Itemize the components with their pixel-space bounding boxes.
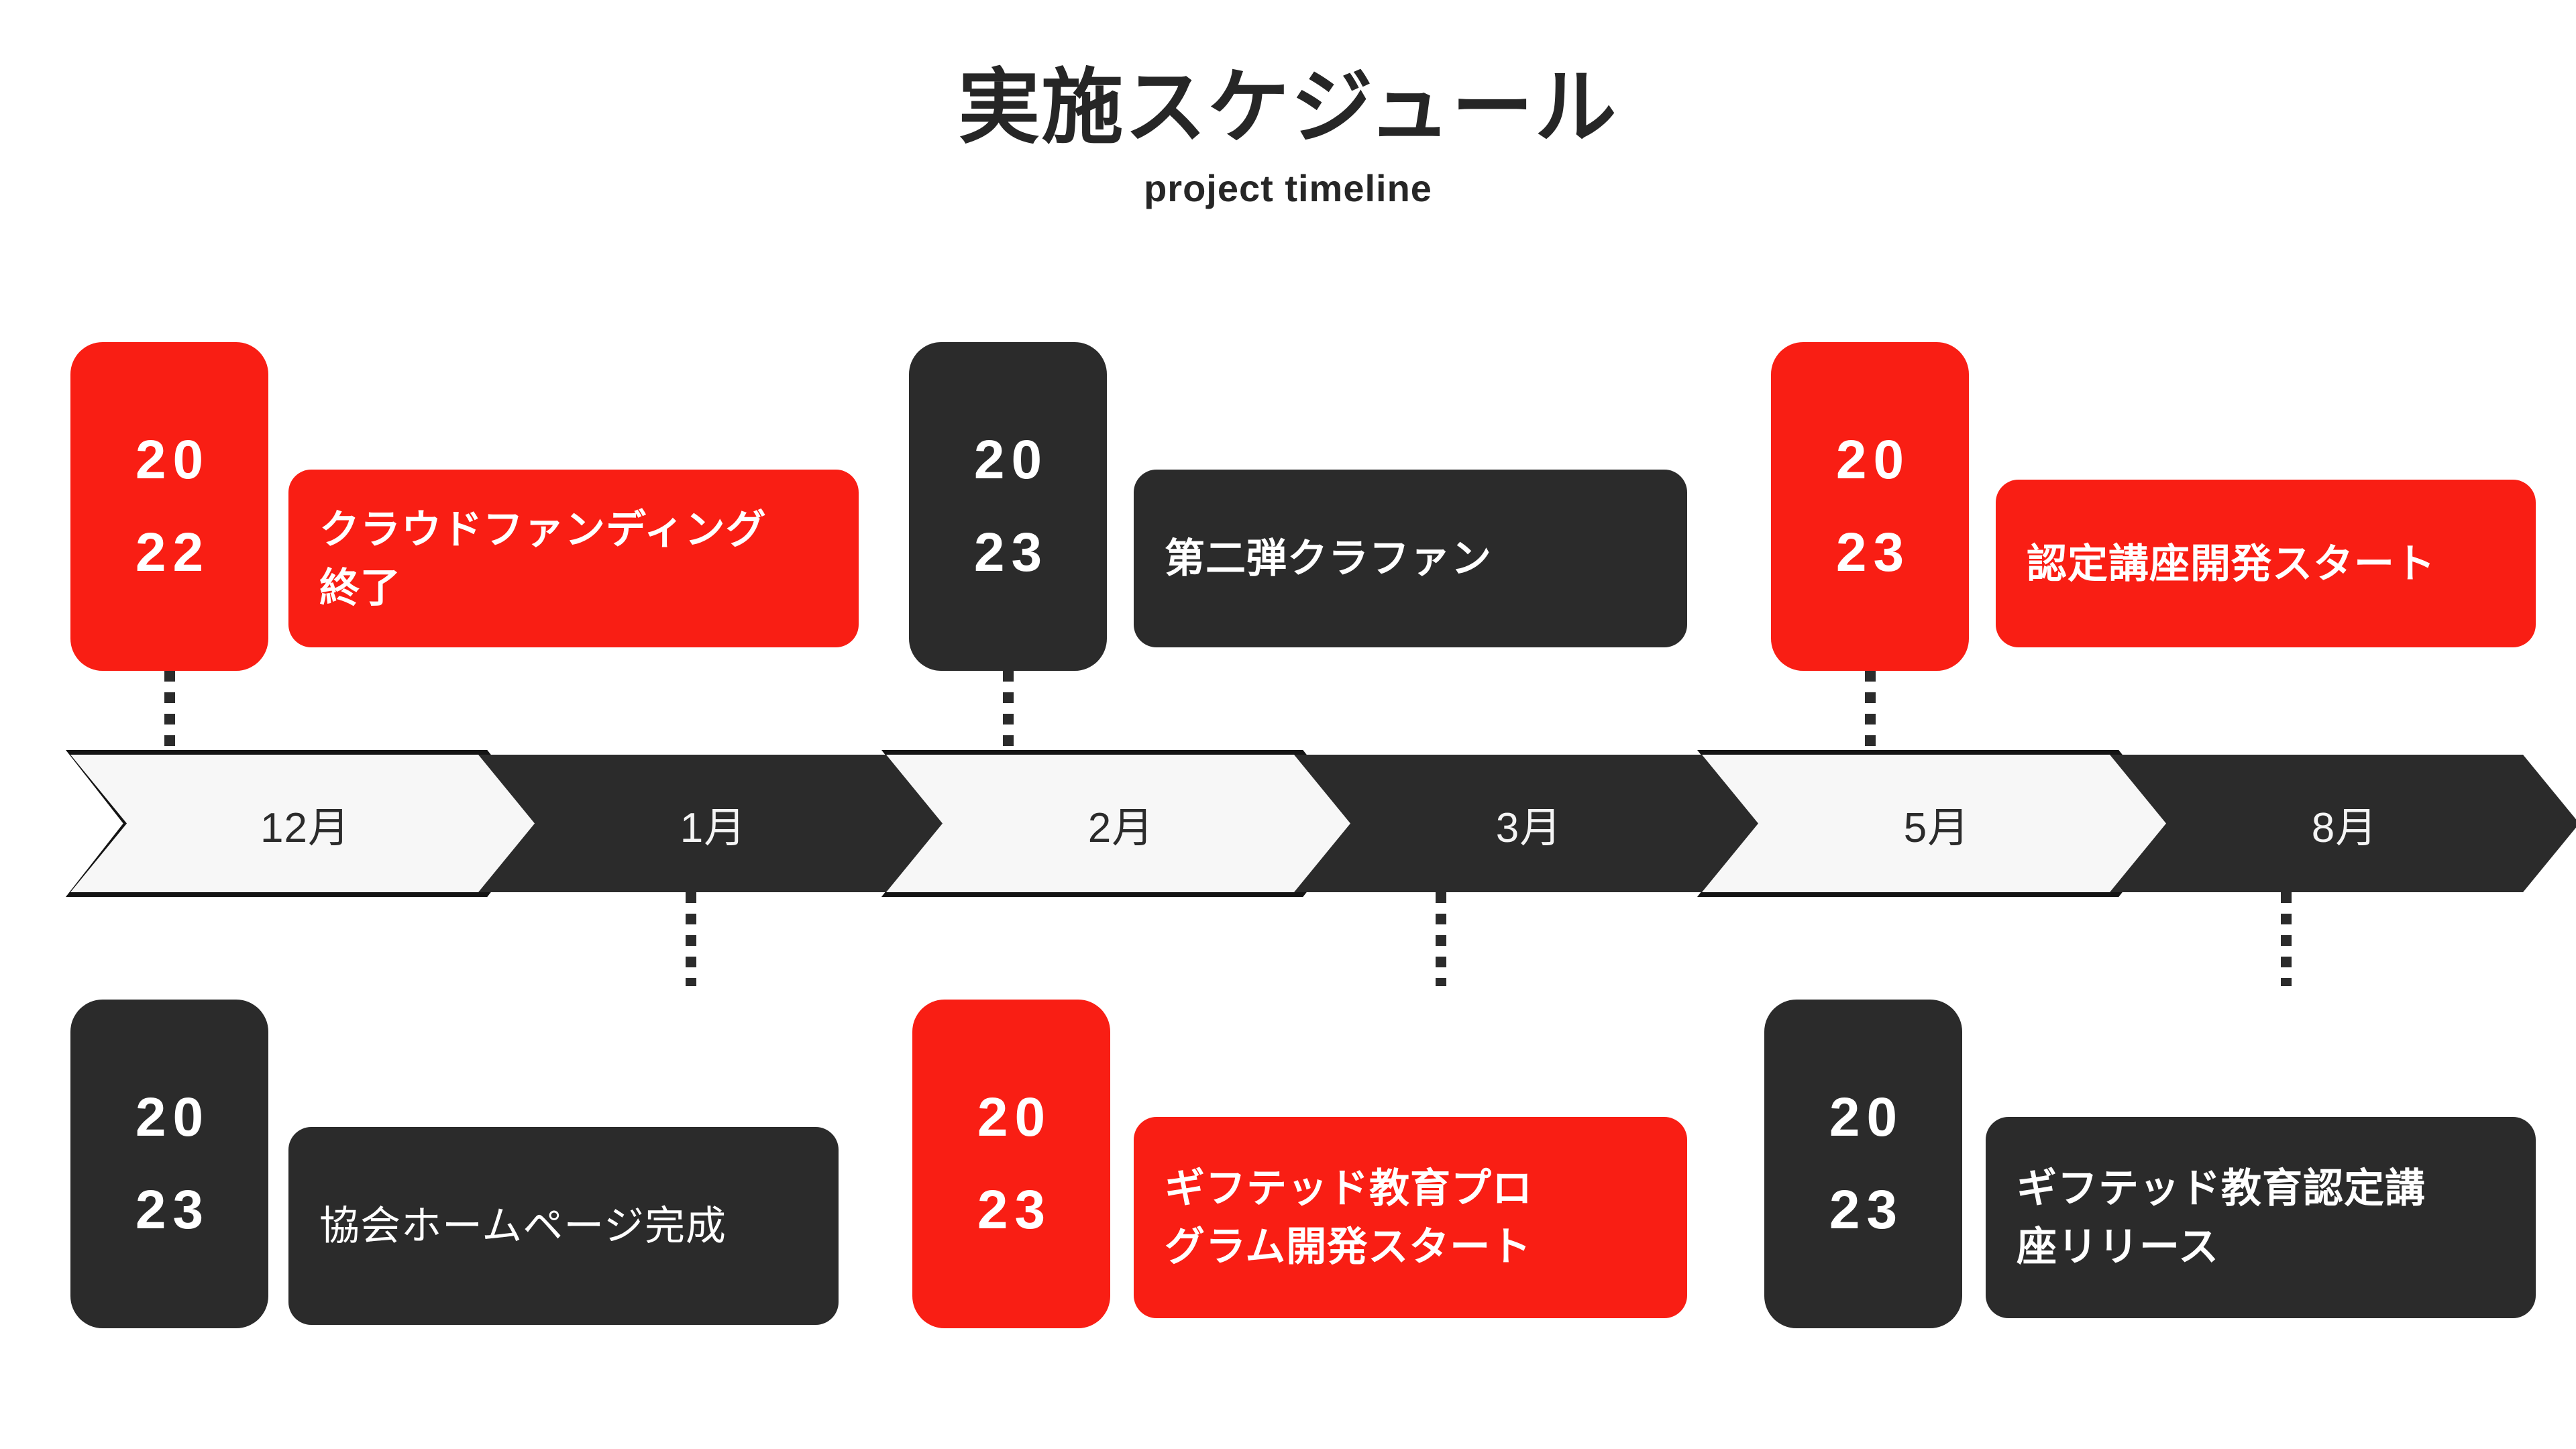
event-chip-association-homepage-complete[interactable]: 協会ホームページ完成 xyxy=(288,1127,839,1325)
year-badge-top-digits: 20 xyxy=(1835,429,1911,490)
event-chip-label: 第二弾クラファン xyxy=(1165,536,1492,581)
header: 実施スケジュール project timeline xyxy=(0,60,2576,210)
year-badge-2023-may: 20 23 xyxy=(1771,342,1969,671)
month-label: 12月 xyxy=(260,804,350,851)
year-badge-2023-feb: 20 23 xyxy=(909,342,1107,671)
year-badge-top-digits: 20 xyxy=(135,429,211,490)
event-chip-certified-course-dev-start[interactable]: 認定講座開発スタート xyxy=(1996,480,2536,647)
event-chip-gifted-certified-course-release[interactable]: ギフテッド教育認定講 座リリース xyxy=(1986,1117,2536,1318)
page-subtitle: project timeline xyxy=(1144,167,1432,210)
month-label: 3月 xyxy=(1495,804,1562,851)
event-chip-label: 認定講座開発スタート xyxy=(2027,541,2436,586)
connector-dotted-line xyxy=(1003,671,1014,757)
event-chip-label: 協会ホームページ完成 xyxy=(319,1203,727,1248)
year-badge-top-digits: 20 xyxy=(973,429,1049,490)
event-chip-label: クラウドファンディング 終了 xyxy=(319,506,767,610)
event-chip-gifted-program-dev-start[interactable]: ギフテッド教育プロ グラム開発スタート xyxy=(1134,1117,1687,1318)
chevron-fill xyxy=(70,755,540,892)
connector-dotted-line xyxy=(2281,892,2292,986)
month-chevron-1[interactable]: 1月 xyxy=(478,755,948,892)
page-title: 実施スケジュール xyxy=(958,62,1618,153)
year-badge-bottom-digits: 23 xyxy=(1835,522,1911,583)
month-label: 8月 xyxy=(2311,804,2378,851)
timeline-month-band: 12月 1月 2月 3月 5月 8月 xyxy=(66,750,2576,897)
month-chevron-5[interactable]: 5月 xyxy=(1697,750,2176,897)
connector-dotted-line xyxy=(686,892,696,986)
year-badge-bottom-digits: 23 xyxy=(973,522,1049,583)
month-chevron-12[interactable]: 12月 xyxy=(66,750,545,897)
connector-dotted-line xyxy=(1865,671,1876,757)
event-chip-label: ギフテッド教育認定講 座リリース xyxy=(2017,1166,2426,1269)
month-chevron-2[interactable]: 2月 xyxy=(881,750,1360,897)
year-badge-bottom-digits: 23 xyxy=(135,1179,211,1240)
event-chip-second-crowdfunding[interactable]: 第二弾クラファン xyxy=(1134,470,1687,647)
year-badge-top-digits: 20 xyxy=(135,1087,211,1148)
month-label: 5月 xyxy=(1903,804,1970,851)
year-badge-2023-aug: 20 23 xyxy=(1764,1000,1962,1328)
year-badge-top-digits: 20 xyxy=(977,1087,1053,1148)
month-label: 2月 xyxy=(1087,804,1155,851)
year-badge-2023-jan: 20 23 xyxy=(70,1000,268,1328)
year-badge-bottom-digits: 23 xyxy=(977,1179,1053,1240)
year-badge-2022-dec: 20 22 xyxy=(70,342,268,671)
connector-dotted-line xyxy=(164,671,175,757)
chevron-fill xyxy=(1702,755,2171,892)
chevron-fill xyxy=(1294,755,1764,892)
month-chevron-3[interactable]: 3月 xyxy=(1294,755,1764,892)
chevron-fill xyxy=(478,755,948,892)
connector-dotted-line xyxy=(1436,892,1446,986)
year-badge-top-digits: 20 xyxy=(1829,1087,1904,1148)
year-badge-bottom-digits: 22 xyxy=(135,522,211,583)
year-badge-2023-mar: 20 23 xyxy=(912,1000,1110,1328)
event-chip-crowdfunding-end[interactable]: クラウドファンディング 終了 xyxy=(288,470,859,647)
month-label: 1月 xyxy=(680,804,747,851)
chevron-fill xyxy=(886,755,1356,892)
year-badge-bottom-digits: 23 xyxy=(1829,1179,1904,1240)
event-chip-label: ギフテッド教育プロ グラム開発スタート xyxy=(1165,1166,1533,1269)
chevron-fill xyxy=(2110,755,2576,892)
month-chevron-8[interactable]: 8月 xyxy=(2110,755,2576,892)
